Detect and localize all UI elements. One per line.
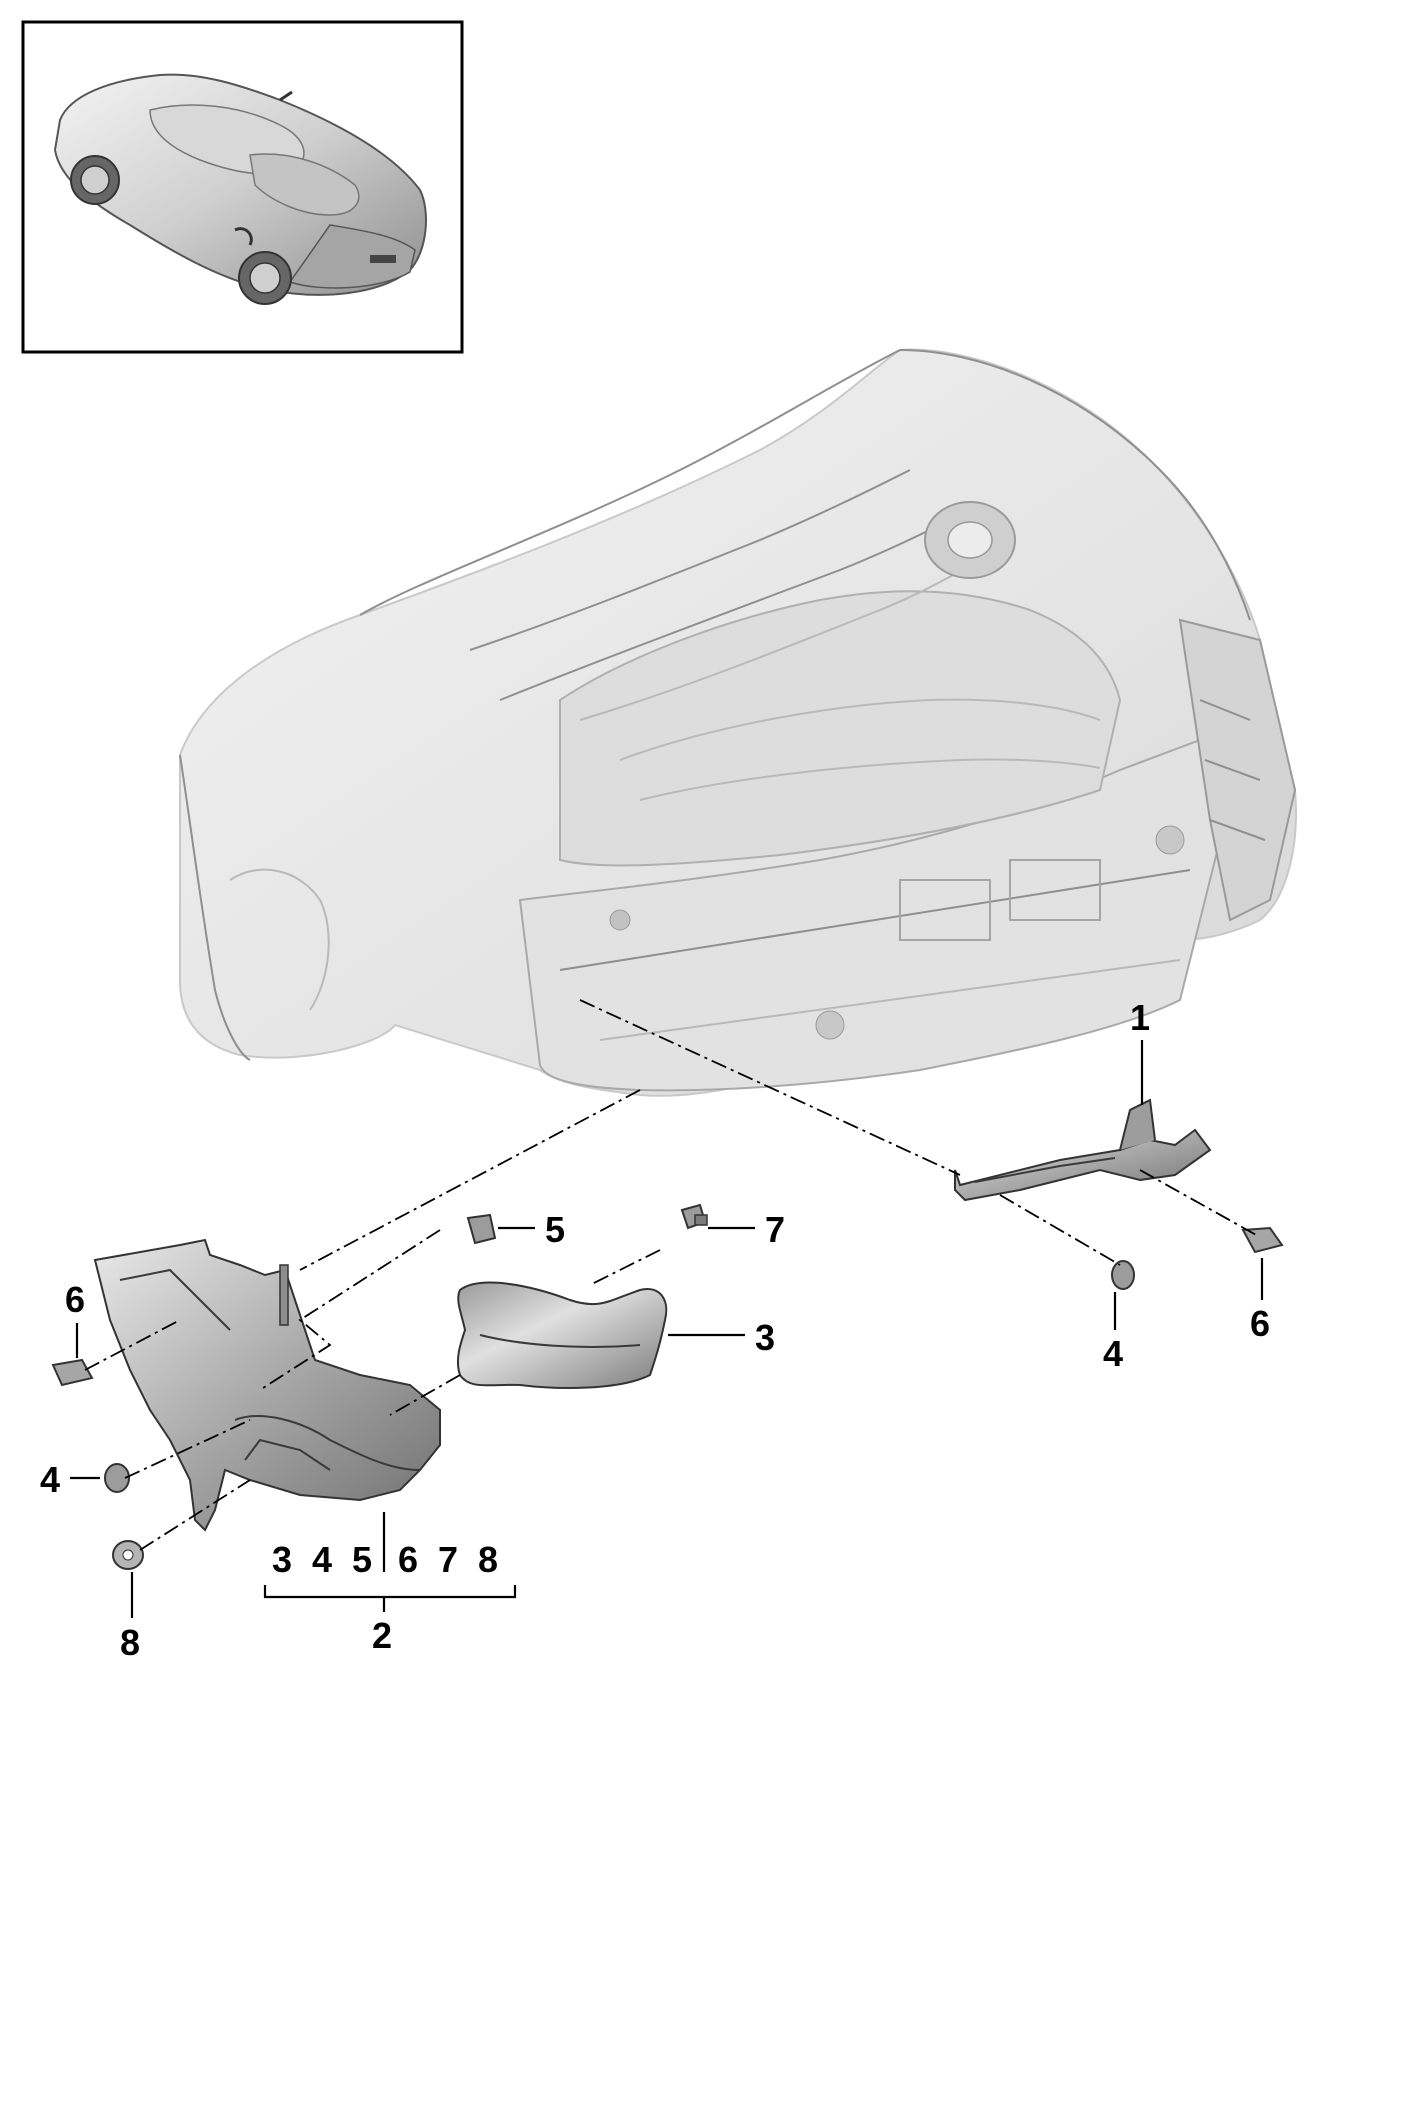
assembly-lines [84, 999, 1259, 1551]
part-8-washer [112, 1540, 144, 1570]
callout-7: 7 [765, 1209, 785, 1250]
group-item: 3 [272, 1539, 292, 1580]
group-item: 7 [438, 1539, 458, 1580]
part-4-right-nut [1111, 1260, 1135, 1290]
callout-6-left: 6 [65, 1279, 85, 1320]
vehicle-thumbnail [21, 20, 464, 354]
group-2-item-list: 3 4 5 6 7 8 [272, 1539, 498, 1580]
callout-6-right: 6 [1250, 1303, 1270, 1344]
group-item: 5 [352, 1539, 372, 1580]
group-item: 8 [478, 1539, 498, 1580]
leader-lines [70, 1040, 1264, 1618]
callout-1: 1 [1130, 997, 1150, 1038]
part-1-bracket [954, 1098, 1212, 1202]
callout-2: 2 [372, 1615, 392, 1656]
callout-3: 3 [755, 1317, 775, 1358]
callout-labels: 1 5 7 3 4 6 6 4 8 2 3 4 5 6 7 8 [40, 997, 1270, 1663]
part-6-left-clip [51, 1358, 94, 1387]
rear-body-structure [179, 348, 1297, 1097]
part-5-nut [466, 1213, 497, 1245]
part-7-screw [680, 1203, 708, 1230]
part-3-heat-shield [456, 1281, 668, 1389]
callout-5: 5 [545, 1209, 565, 1250]
callout-4-right: 4 [1103, 1333, 1123, 1374]
group-item: 6 [398, 1539, 418, 1580]
part-4-left-nut [104, 1463, 130, 1493]
part-2-bracket-assembly [93, 1238, 441, 1532]
callout-4-left: 4 [40, 1459, 60, 1500]
car-illustration [53, 73, 427, 305]
callout-8: 8 [120, 1622, 140, 1663]
group-item: 4 [312, 1539, 332, 1580]
